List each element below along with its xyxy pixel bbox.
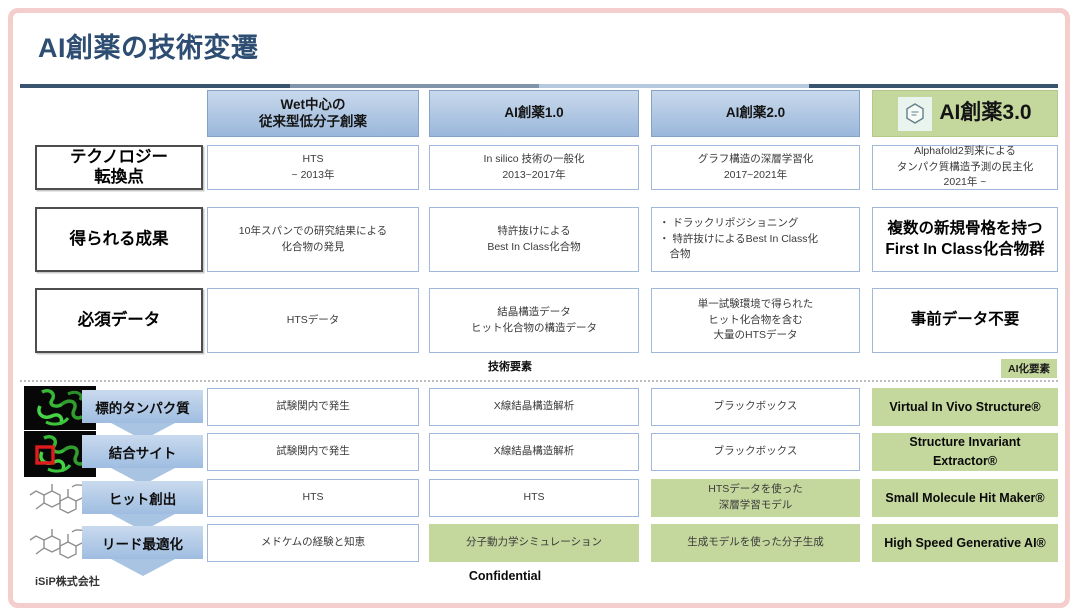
confidential-label: Confidential — [468, 569, 542, 583]
section-label-ai-elements: AI化要素 — [1001, 359, 1057, 378]
cell-technology-ai1: In silico 技術の一般化 2013~2017年 — [429, 145, 639, 190]
cell-results-wet: 10年スパンでの研究結果による 化合物の発見 — [207, 207, 419, 272]
row-header-technology-turning-point: テクノロジー 転換点 — [35, 145, 203, 190]
cell-hit-generation-ai1: HTS — [429, 479, 639, 517]
hexagon-logo-icon — [898, 96, 933, 131]
cell-binding-site-ai3: Structure Invariant Extractor® — [872, 433, 1058, 471]
process-label-lead-optimization: リード最適化 — [82, 526, 203, 559]
cell-binding-site-wet: 試験関内で発生 — [207, 433, 419, 471]
column-header-ai1: AI創薬1.0 — [429, 90, 639, 137]
cell-binding-site-ai1: X線結晶構造解析 — [429, 433, 639, 471]
page-title: AI創薬の技術変遷 — [38, 33, 259, 63]
cell-technology-wet: HTS ~ 2013年 — [207, 145, 419, 190]
column-header-ai2: AI創薬2.0 — [651, 90, 860, 137]
cell-lead-optimization-ai1: 分子動力学シミュレーション — [429, 524, 639, 562]
row-header-required-data: 必須データ — [35, 288, 203, 353]
company-name: iSiP株式会社 — [35, 576, 100, 588]
cell-lead-optimization-ai3: High Speed Generative AI® — [872, 524, 1058, 562]
cell-data-ai1: 結晶構造データ ヒット化合物の構造データ — [429, 288, 639, 353]
section-label-technical-elements: 技術要素 — [488, 361, 532, 373]
cell-hit-generation-wet: HTS — [207, 479, 419, 517]
process-label-binding-site: 結合サイト — [82, 435, 203, 468]
slide-border — [8, 8, 1070, 608]
cell-hit-generation-ai2: HTSデータを使った 深層学習モデル — [651, 479, 860, 517]
cell-data-ai3: 事前データ不要 — [872, 288, 1058, 353]
cell-results-ai2: ・ ドラックリポジショニング ・ 特許抜けによるBest In Class化 合… — [651, 207, 860, 272]
process-label-hit-generation: ヒット創出 — [82, 481, 203, 514]
cell-technology-ai3: Alphafold2到来による タンパク質構造予測の民主化 2021年 ~ — [872, 145, 1058, 190]
cell-hit-generation-ai3: Small Molecule Hit Maker® — [872, 479, 1058, 517]
cell-lead-optimization-wet: メドケムの経験と知恵 — [207, 524, 419, 562]
cell-lead-optimization-ai2: 生成モデルを使った分子生成 — [651, 524, 860, 562]
column-header-ai3: AI創薬3.0 — [872, 90, 1058, 137]
cell-technology-ai2: グラフ構造の深層学習化 2017~2021年 — [651, 145, 860, 190]
cell-data-wet: HTSデータ — [207, 288, 419, 353]
title-underline — [20, 84, 1058, 88]
section-divider — [20, 380, 1058, 382]
cell-target-protein-ai3: Virtual In Vivo Structure® — [872, 388, 1058, 426]
cell-target-protein-ai1: X線結晶構造解析 — [429, 388, 639, 426]
cell-target-protein-ai2: ブラックボックス — [651, 388, 860, 426]
cell-results-ai3: 複数の新規骨格を持つ First In Class化合物群 — [872, 207, 1058, 272]
cell-binding-site-ai2: ブラックボックス — [651, 433, 860, 471]
cell-data-ai2: 単一試験環境で得られた ヒット化合物を含む 大量のHTSデータ — [651, 288, 860, 353]
cell-results-ai1: 特許抜けによる Best In Class化合物 — [429, 207, 639, 272]
cell-target-protein-wet: 試験関内で発生 — [207, 388, 419, 426]
process-label-target-protein: 標的タンパク質 — [82, 390, 203, 423]
row-header-obtainable-results: 得られる成果 — [35, 207, 203, 272]
column-header-ai3-label: AI創薬3.0 — [939, 101, 1032, 125]
column-header-wet: Wet中心の 従来型低分子創薬 — [207, 90, 419, 137]
